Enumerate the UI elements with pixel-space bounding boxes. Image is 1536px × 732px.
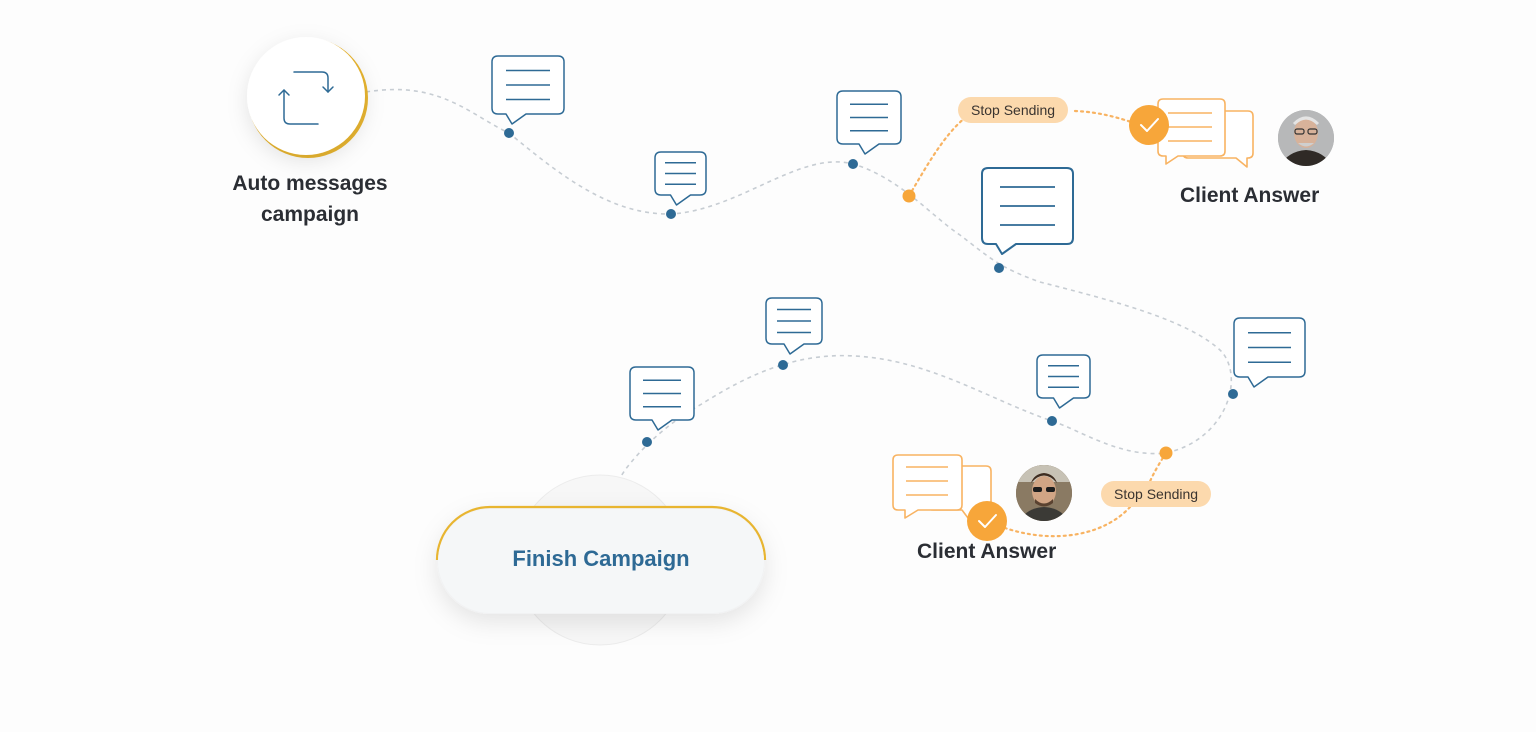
repeat-icon (278, 71, 334, 125)
client-answer-2 (892, 454, 1072, 541)
path-node (642, 437, 652, 447)
stop-sending-badge-2[interactable]: Stop Sending (1101, 481, 1212, 507)
message-bubble-icon (1233, 317, 1306, 388)
path-node (848, 159, 858, 169)
client-answer-label-1: Client Answer (1180, 184, 1320, 207)
finish-campaign-label[interactable]: Finish Campaign (512, 546, 690, 571)
start-node-label: Auto messages campaign (200, 168, 420, 230)
message-bubble-icon (981, 167, 1074, 255)
path-nodes (504, 128, 1238, 447)
branch-node-1 (902, 189, 916, 203)
message-bubble-icon (1036, 354, 1091, 409)
avatar (1278, 110, 1334, 166)
check-icon (1129, 105, 1169, 145)
path-node (1228, 389, 1238, 399)
path-node (994, 263, 1004, 273)
finish-node[interactable] (435, 474, 767, 646)
path-node (1047, 416, 1057, 426)
message-bubbles (491, 55, 1306, 431)
client-answer-label-2: Client Answer (917, 540, 1057, 563)
stop-sending-badge-1[interactable]: Stop Sending (958, 97, 1069, 123)
start-label-line-1: Auto messages (232, 172, 388, 195)
avatar (1016, 465, 1072, 521)
client-answer-1 (1129, 98, 1334, 168)
start-node (247, 37, 368, 158)
path-node (778, 360, 788, 370)
flow-path (365, 88, 1232, 511)
branch-node-2 (1159, 446, 1173, 460)
message-bubble-icon (836, 90, 902, 155)
path-node (504, 128, 514, 138)
message-bubble-icon (491, 55, 565, 125)
check-icon (967, 501, 1007, 541)
message-bubble-icon (654, 151, 707, 206)
chat-bubbles-icon (1157, 98, 1254, 168)
path-node (666, 209, 676, 219)
message-bubble-icon (765, 297, 823, 355)
message-bubble-icon (629, 366, 695, 431)
start-label-line-2: campaign (260, 203, 360, 226)
